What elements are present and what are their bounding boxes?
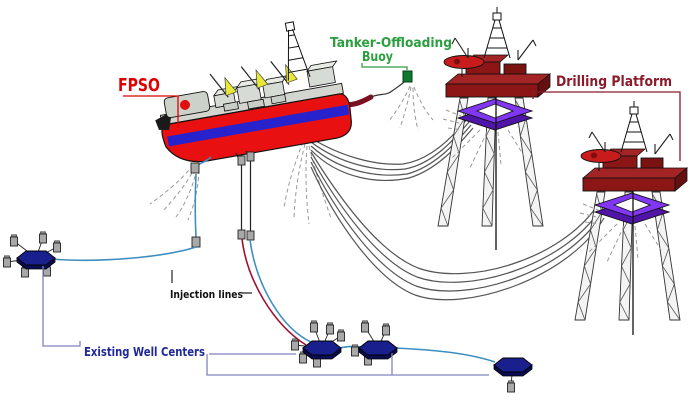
- subsea-manifold-1: [3, 231, 61, 278]
- drilling-platform-2: [574, 100, 688, 321]
- buoy-label-line: [361, 63, 408, 70]
- riser-connector-box: [190, 162, 200, 174]
- subsea-manifold-2: [291, 320, 345, 368]
- riser-connector-box: [237, 229, 246, 240]
- existing-well-centers-label: Existing Well Centers: [84, 344, 205, 359]
- injection-line-blue: [249, 239, 314, 344]
- fpso-hull-stripe: [167, 104, 350, 147]
- riser-bundle-2: [310, 151, 605, 301]
- fpso-riser-connections: [190, 150, 255, 248]
- flowline-to-manifold-1: [51, 246, 197, 262]
- riser-connector-box: [237, 155, 246, 166]
- drilling-platform-1: [437, 6, 551, 227]
- mooring-lines-fpso-stern: [283, 141, 332, 225]
- offloading-buoy: [402, 70, 413, 83]
- fpso-label: FPSO: [118, 75, 160, 96]
- well-centers-bracket: [42, 266, 489, 376]
- fpso-vessel: [155, 21, 352, 163]
- injection-lines-label: Injection lines: [170, 288, 243, 301]
- fpso-label-line: [123, 95, 179, 128]
- tanker-offloading-label-line2: Buoy: [362, 50, 393, 65]
- flowline-manifold3-4: [393, 347, 496, 363]
- subsea-manifold-4: [493, 357, 533, 393]
- injection-line-red: [241, 238, 307, 346]
- riser-connector-box: [246, 230, 255, 241]
- fpso-derrick: [284, 21, 311, 81]
- drilling-platform-label: Drilling Platform: [556, 74, 672, 90]
- fpso-helideck-marker: [180, 99, 191, 110]
- mooring-lines-buoy: [387, 85, 434, 131]
- offloading-hose: [343, 78, 408, 108]
- platform-label-line: [532, 91, 681, 161]
- riser-connector-box: [246, 151, 255, 162]
- subsea-manifold-3: [351, 320, 398, 366]
- tanker-offloading-label-line1: Tanker-Offloading: [330, 36, 452, 51]
- injection-label-ticks: [171, 270, 252, 294]
- riser-connector-box: [191, 236, 201, 248]
